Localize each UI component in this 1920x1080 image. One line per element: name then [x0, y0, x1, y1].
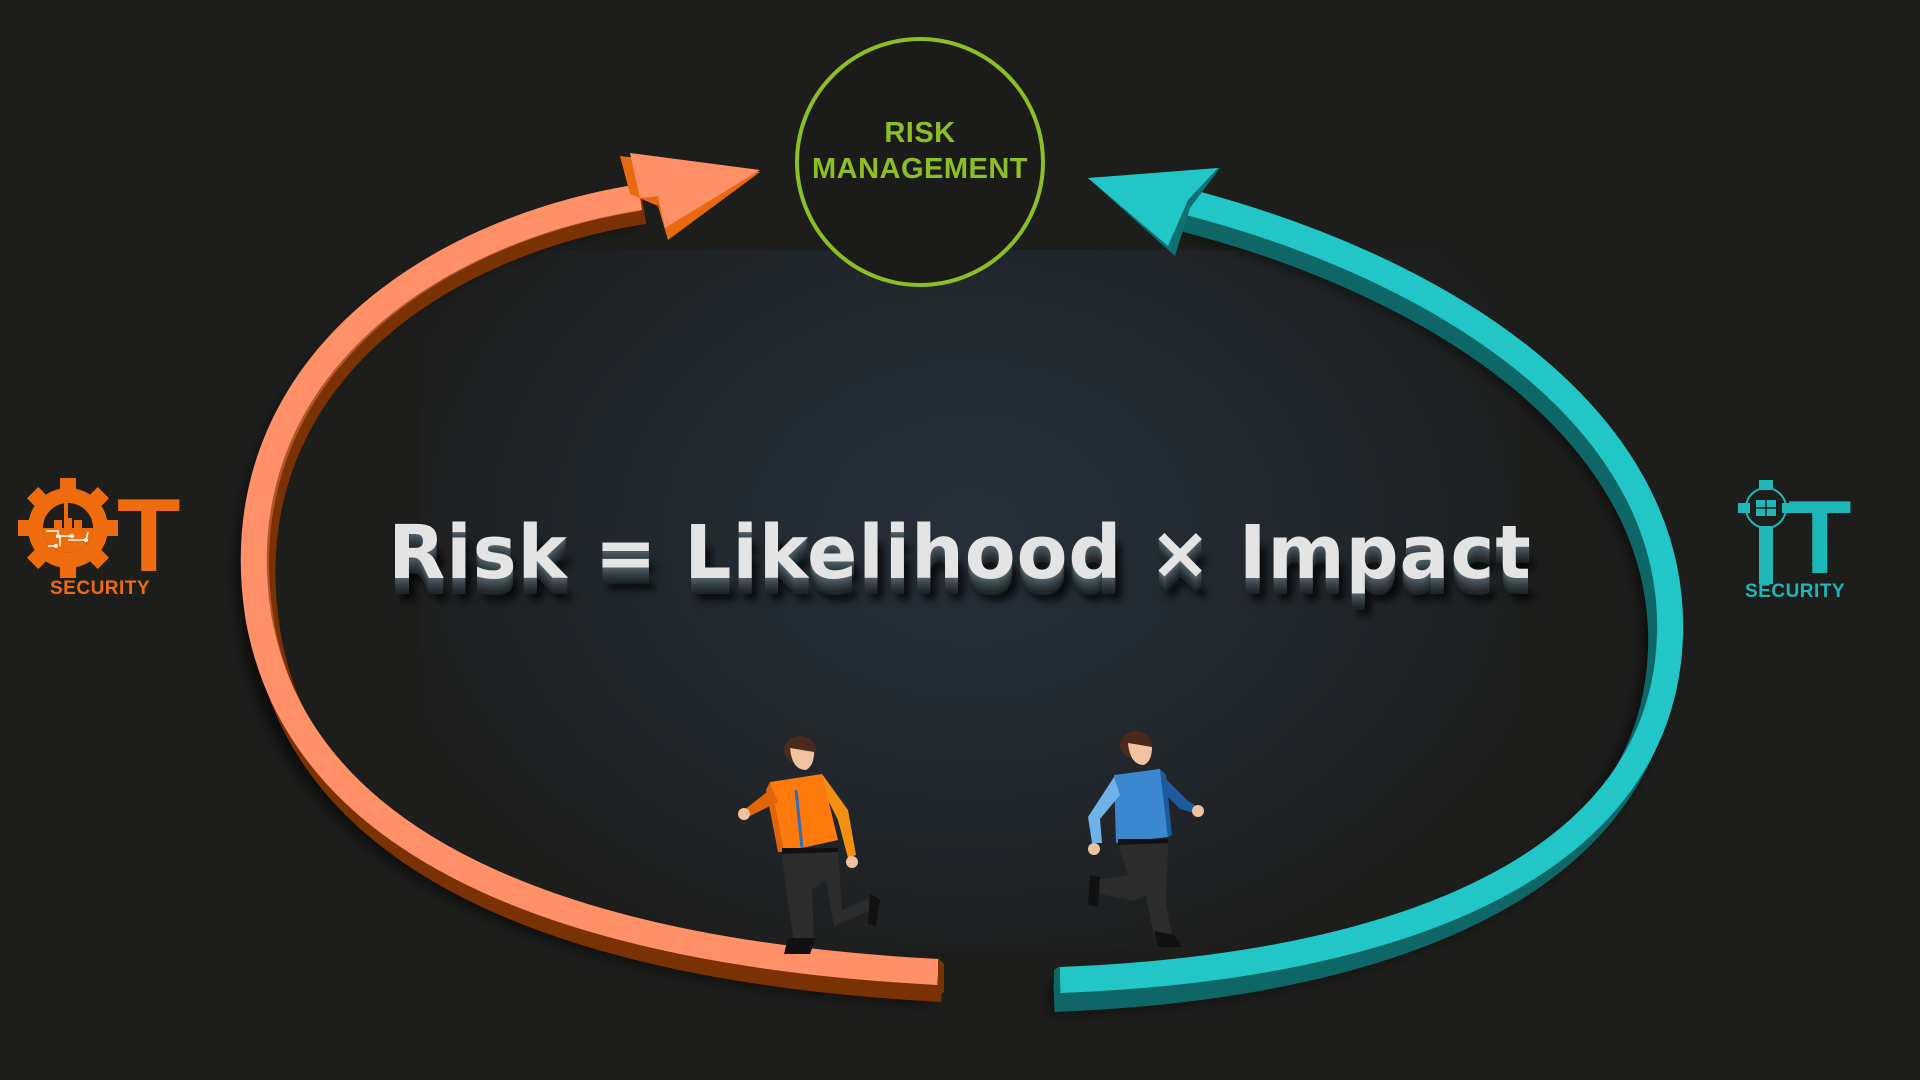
- it-runner-figure: [1088, 731, 1204, 947]
- gear-factory-circuit-icon: [18, 478, 118, 578]
- ot-security-label: SECURITY: [50, 578, 151, 599]
- ot-arrow: [236, 153, 944, 1003]
- ot-runner-figure: [738, 736, 880, 954]
- network-computers-icon: [1738, 480, 1794, 584]
- risk-management-node: RISK MANAGEMENT: [795, 37, 1045, 287]
- risk-formula: Risk = Likelihood × Impact: [388, 510, 1532, 596]
- risk-management-line1: RISK: [884, 117, 956, 149]
- risk-management-line2: MANAGEMENT: [811, 153, 1029, 185]
- it-letter: T: [1788, 480, 1852, 596]
- it-arrow: [1049, 168, 1684, 1013]
- ot-letter: T: [117, 478, 181, 594]
- it-security-label: SECURITY: [1745, 581, 1846, 602]
- background-glow: [420, 250, 1520, 950]
